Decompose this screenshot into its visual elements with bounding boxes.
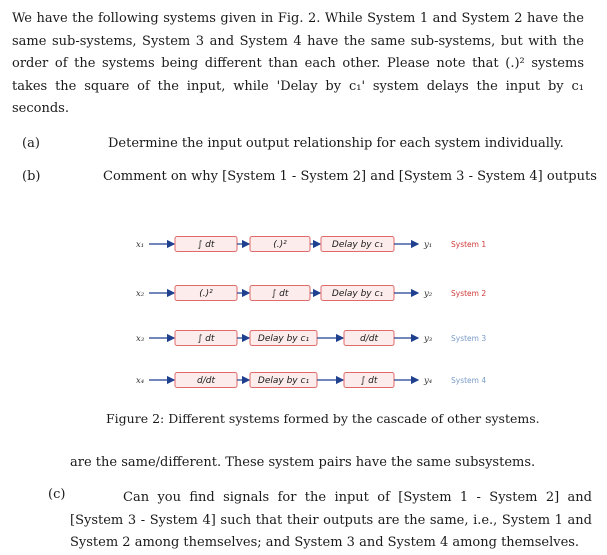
- block-label: Delay by c₁: [258, 334, 310, 344]
- output-label-3: y₃: [423, 334, 433, 344]
- question-a-text: Determine the input output relationship …: [108, 136, 564, 151]
- input-label-3: x₃: [136, 334, 145, 344]
- block-label: Delay by c₁: [258, 376, 310, 386]
- block-label: ∫ dt: [198, 334, 215, 344]
- block-label: Delay by c₁: [332, 240, 384, 250]
- intro-paragraph: We have the following systems given in F…: [12, 11, 584, 116]
- block-label: (.)²: [273, 240, 287, 250]
- system-label-3: System 3: [451, 334, 486, 343]
- block-label: ∫ dt: [361, 376, 378, 386]
- output-label-1: y₁: [423, 240, 432, 250]
- input-label-4: x₄: [136, 376, 145, 386]
- question-a-label: (a): [22, 136, 40, 151]
- question-b-text: Comment on why [System 1 - System 2] and…: [103, 169, 597, 184]
- input-label-1: x₁: [136, 240, 144, 250]
- figure-caption: Figure 2: Different systems formed by th…: [106, 411, 540, 426]
- question-c-label: (c): [48, 487, 66, 502]
- block-label: d/dt: [197, 376, 215, 386]
- output-label-4: y₄: [423, 376, 433, 386]
- block-label: ∫ dt: [198, 240, 215, 250]
- question-b-label: (b): [22, 169, 41, 184]
- block-label: (.)²: [199, 289, 213, 299]
- system-label-1: System 1: [451, 240, 486, 249]
- system-label-2: System 2: [451, 289, 486, 298]
- input-label-2: x₂: [136, 289, 145, 299]
- block-label: ∫ dt: [272, 289, 289, 299]
- output-label-2: y₂: [423, 289, 433, 299]
- block-label: Delay by c₁: [332, 289, 384, 299]
- question-c-text: Can you find signals for the input of [S…: [70, 490, 592, 550]
- block-label: d/dt: [360, 334, 378, 344]
- question-b-continuation: are the same/different. These system pai…: [70, 455, 536, 470]
- system-label-4: System 4: [451, 376, 486, 385]
